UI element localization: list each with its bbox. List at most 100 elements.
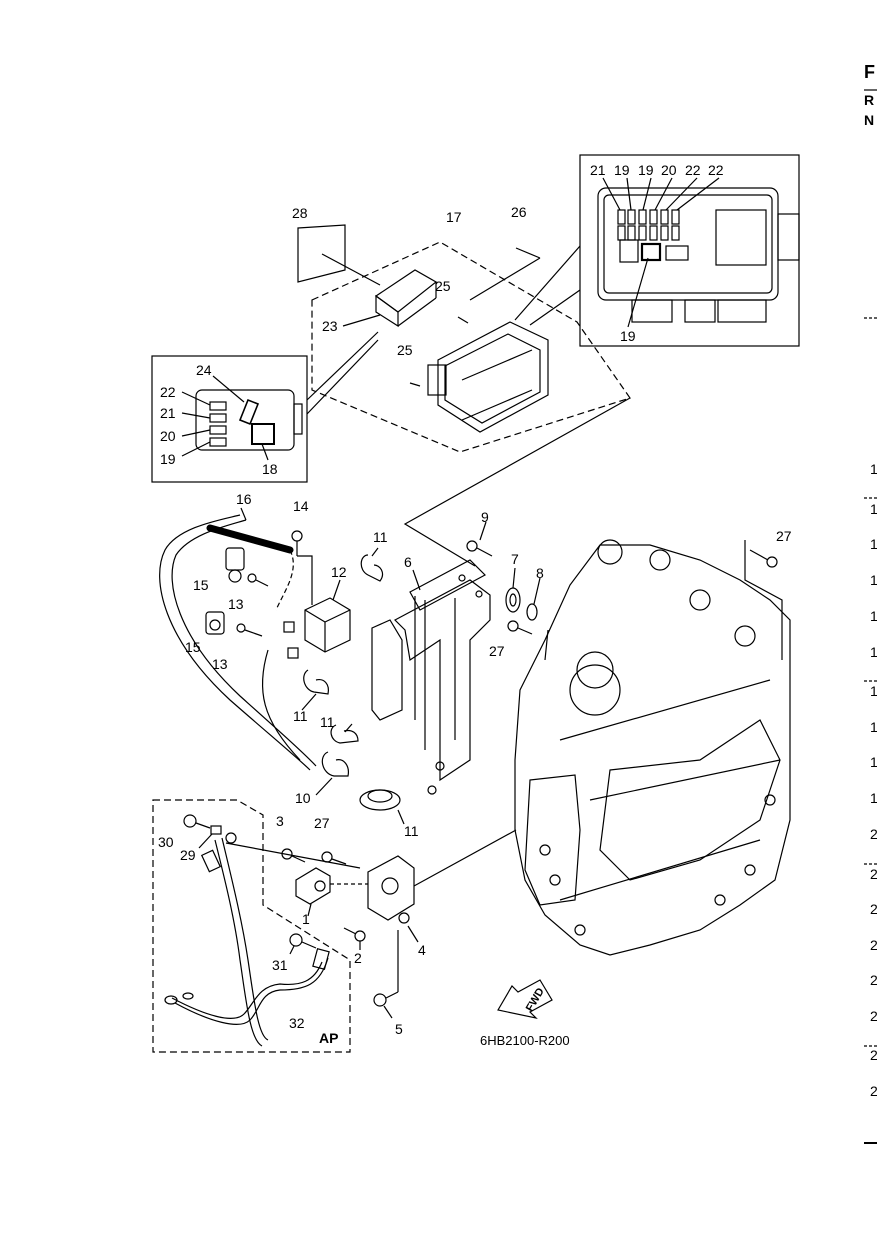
callouts: 21 19 19 20 22 22 19 28 17 26 25 23 25 2… [158,162,792,1037]
edge-digit: 1 [870,536,877,552]
bolt-27-mid [507,620,549,661]
edge-digit: 2 [870,1083,877,1099]
edge-digit: 1 [870,644,877,660]
edge-digit: 2 [870,972,877,988]
edge-digit: 2 [870,1047,877,1063]
bolt-13-upper [247,573,269,587]
ecu-inset-connector [777,213,800,261]
washer-29 [198,825,222,849]
edge-digit: 1 [870,461,877,477]
callout-27: 27 [489,643,505,659]
callout-11: 11 [293,708,308,724]
leader [403,397,631,567]
leader [457,316,469,324]
leader [225,842,361,869]
battery-cable-32 [164,832,330,1047]
cable [159,514,311,771]
grommet-7 [505,567,521,613]
edge-letter: F [864,62,875,82]
callout-28: 28 [292,205,308,221]
callout-22: 22 [685,162,701,178]
edge-digit: 1 [870,754,877,770]
clamp-11-bottom [359,789,405,825]
collar-8 [526,577,541,621]
leader [515,247,541,259]
callout-11: 11 [404,823,419,839]
ecu-inset-foot [631,299,673,323]
relay-15-upper [225,547,245,583]
callout-24: 24 [196,362,212,378]
cable [171,519,317,767]
callout-7: 7 [511,551,519,567]
reference-code: 6HB2100-R200 [480,1033,570,1048]
callout-13: 13 [228,596,244,612]
sensor-4 [367,829,517,943]
callout-1: 1 [302,911,310,927]
leader [240,507,247,521]
cable [261,649,301,761]
edge-digit: 1 [870,608,877,624]
callout-30: 30 [158,834,174,850]
edge-digit: 2 [870,1008,877,1024]
edge-digit: 2 [870,901,877,917]
bracket-6 [371,559,491,795]
bolt-5 [373,930,399,1019]
callout-8: 8 [536,565,544,581]
callout-19: 19 [620,328,636,344]
callout-27: 27 [776,528,792,544]
callout-15: 15 [193,577,209,593]
callout-22: 22 [160,384,176,400]
bolt-14 [291,530,313,605]
callout-13: 13 [212,656,228,672]
edge-letter: N [864,112,874,128]
callout-31: 31 [272,957,288,973]
callout-21: 21 [160,405,176,421]
bolt-31 [289,933,317,955]
edge-digit: 1 [870,719,877,735]
callout-9: 9 [481,509,489,525]
fusebox-inset-box [151,355,308,483]
callout-20: 20 [160,428,176,444]
leader [342,314,381,327]
bolt-30 [183,814,211,829]
callout-16: 16 [236,491,252,507]
callout-26: 26 [511,204,527,220]
fusebox-inset-fuses [209,398,275,447]
callout-18: 18 [262,461,278,477]
edge-digit: 2 [870,937,877,953]
bracket-1 [295,867,331,917]
callout-23: 23 [322,318,338,334]
callout-12: 12 [331,564,347,580]
callout-22: 22 [708,162,724,178]
bolt-2 [343,927,366,950]
ecu-inset-foot [684,299,716,323]
ecu-inset-foot [717,299,767,323]
ecu-inset-leaders [514,177,720,328]
leader [469,257,541,301]
edge-digit: 2 [870,866,877,882]
callout-11: 11 [320,714,335,730]
clip-11-top [360,547,384,582]
callout-19: 19 [638,162,654,178]
callout-2: 2 [354,950,362,966]
edge-digit: 2 [870,826,877,842]
bolt-27-lower [321,851,347,865]
callout-11: 11 [373,529,388,545]
edge-digit: 1 [870,683,877,699]
callout-25: 25 [435,278,451,294]
clip-10 [315,751,349,796]
fwd-arrow-icon [497,979,553,1020]
fusebox-inset-tab [293,403,303,435]
leader [321,253,381,286]
relay-block-12 [283,579,351,659]
ecu-unit [427,321,549,433]
edge-letter: R [864,92,874,108]
callout-5: 5 [395,1021,403,1037]
callout-14: 14 [293,498,309,514]
edge-text: F R N [864,62,875,128]
callout-3: 3 [276,813,284,829]
fusebox-inset-leaders [181,331,379,461]
edge-digit: 1 [870,572,877,588]
callout-19: 19 [160,451,176,467]
